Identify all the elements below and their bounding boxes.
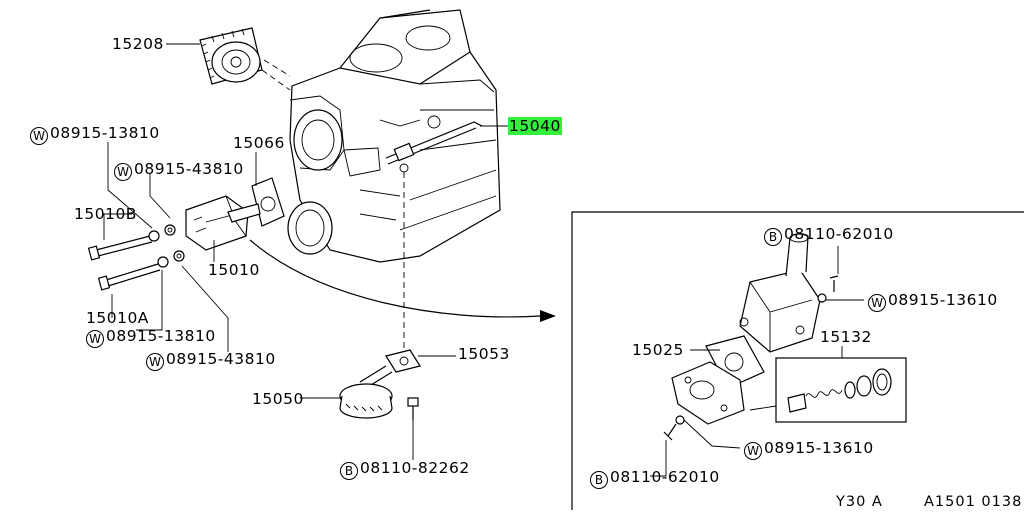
engine-block-drawing <box>287 9 501 263</box>
part-label-15010a: 15010A <box>86 309 149 327</box>
bolt-symbol: B <box>764 228 782 246</box>
bolt-code: 08110-62010 <box>610 468 720 486</box>
washer-symbol: W <box>868 294 886 312</box>
detail-arrow <box>249 239 556 322</box>
washer-code: 08915-13810 <box>50 124 160 142</box>
part-label-15053: 15053 <box>458 345 510 363</box>
washer-symbol: W <box>744 442 762 460</box>
washer-code: 08915-43810 <box>166 350 276 368</box>
washer-code: 08915-13810 <box>106 327 216 345</box>
bolt-symbol: B <box>590 471 608 489</box>
highlighted-part-number: 15040 <box>508 117 562 135</box>
bolt-symbol: B <box>340 462 358 480</box>
leader-lines <box>103 43 508 460</box>
part-label-15066: 15066 <box>233 134 285 152</box>
oil-pump-assembly-drawing <box>185 177 285 251</box>
detail-leader-lines <box>650 246 864 477</box>
part-label-15010: 15010 <box>208 261 260 279</box>
detail-frame <box>571 211 1024 510</box>
dipstick-drawing <box>385 121 483 165</box>
diagram-reference: A1501 0138 <box>924 494 1023 510</box>
washer-code: 08915-43810 <box>134 160 244 178</box>
part-label-15050: 15050 <box>252 390 304 408</box>
part-label-15208: 15208 <box>112 35 164 53</box>
washer-code: 08915-13610 <box>764 439 874 457</box>
part-label-15040: 15040 <box>508 117 562 135</box>
pump-cover-detail-drawing <box>663 233 839 441</box>
model-code: Y30 A <box>836 494 883 510</box>
part-label-15132: 15132 <box>820 328 872 346</box>
pump-bolts-drawing <box>87 224 185 291</box>
washer-code: 08915-13610 <box>888 291 998 309</box>
washer-symbol: W <box>146 353 164 371</box>
washer-symbol: W <box>30 127 48 145</box>
part-label-15010b: 15010B <box>74 205 137 223</box>
relief-valve-box <box>775 357 907 423</box>
washer-symbol: W <box>114 163 132 181</box>
bolt-code: 08110-62010 <box>784 225 894 243</box>
washer-symbol: W <box>86 330 104 348</box>
bolt-code: 08110-82262 <box>360 459 470 477</box>
oil-filter-drawing <box>199 27 263 85</box>
part-label-15025: 15025 <box>632 341 684 359</box>
oil-strainer-drawing <box>339 349 421 420</box>
